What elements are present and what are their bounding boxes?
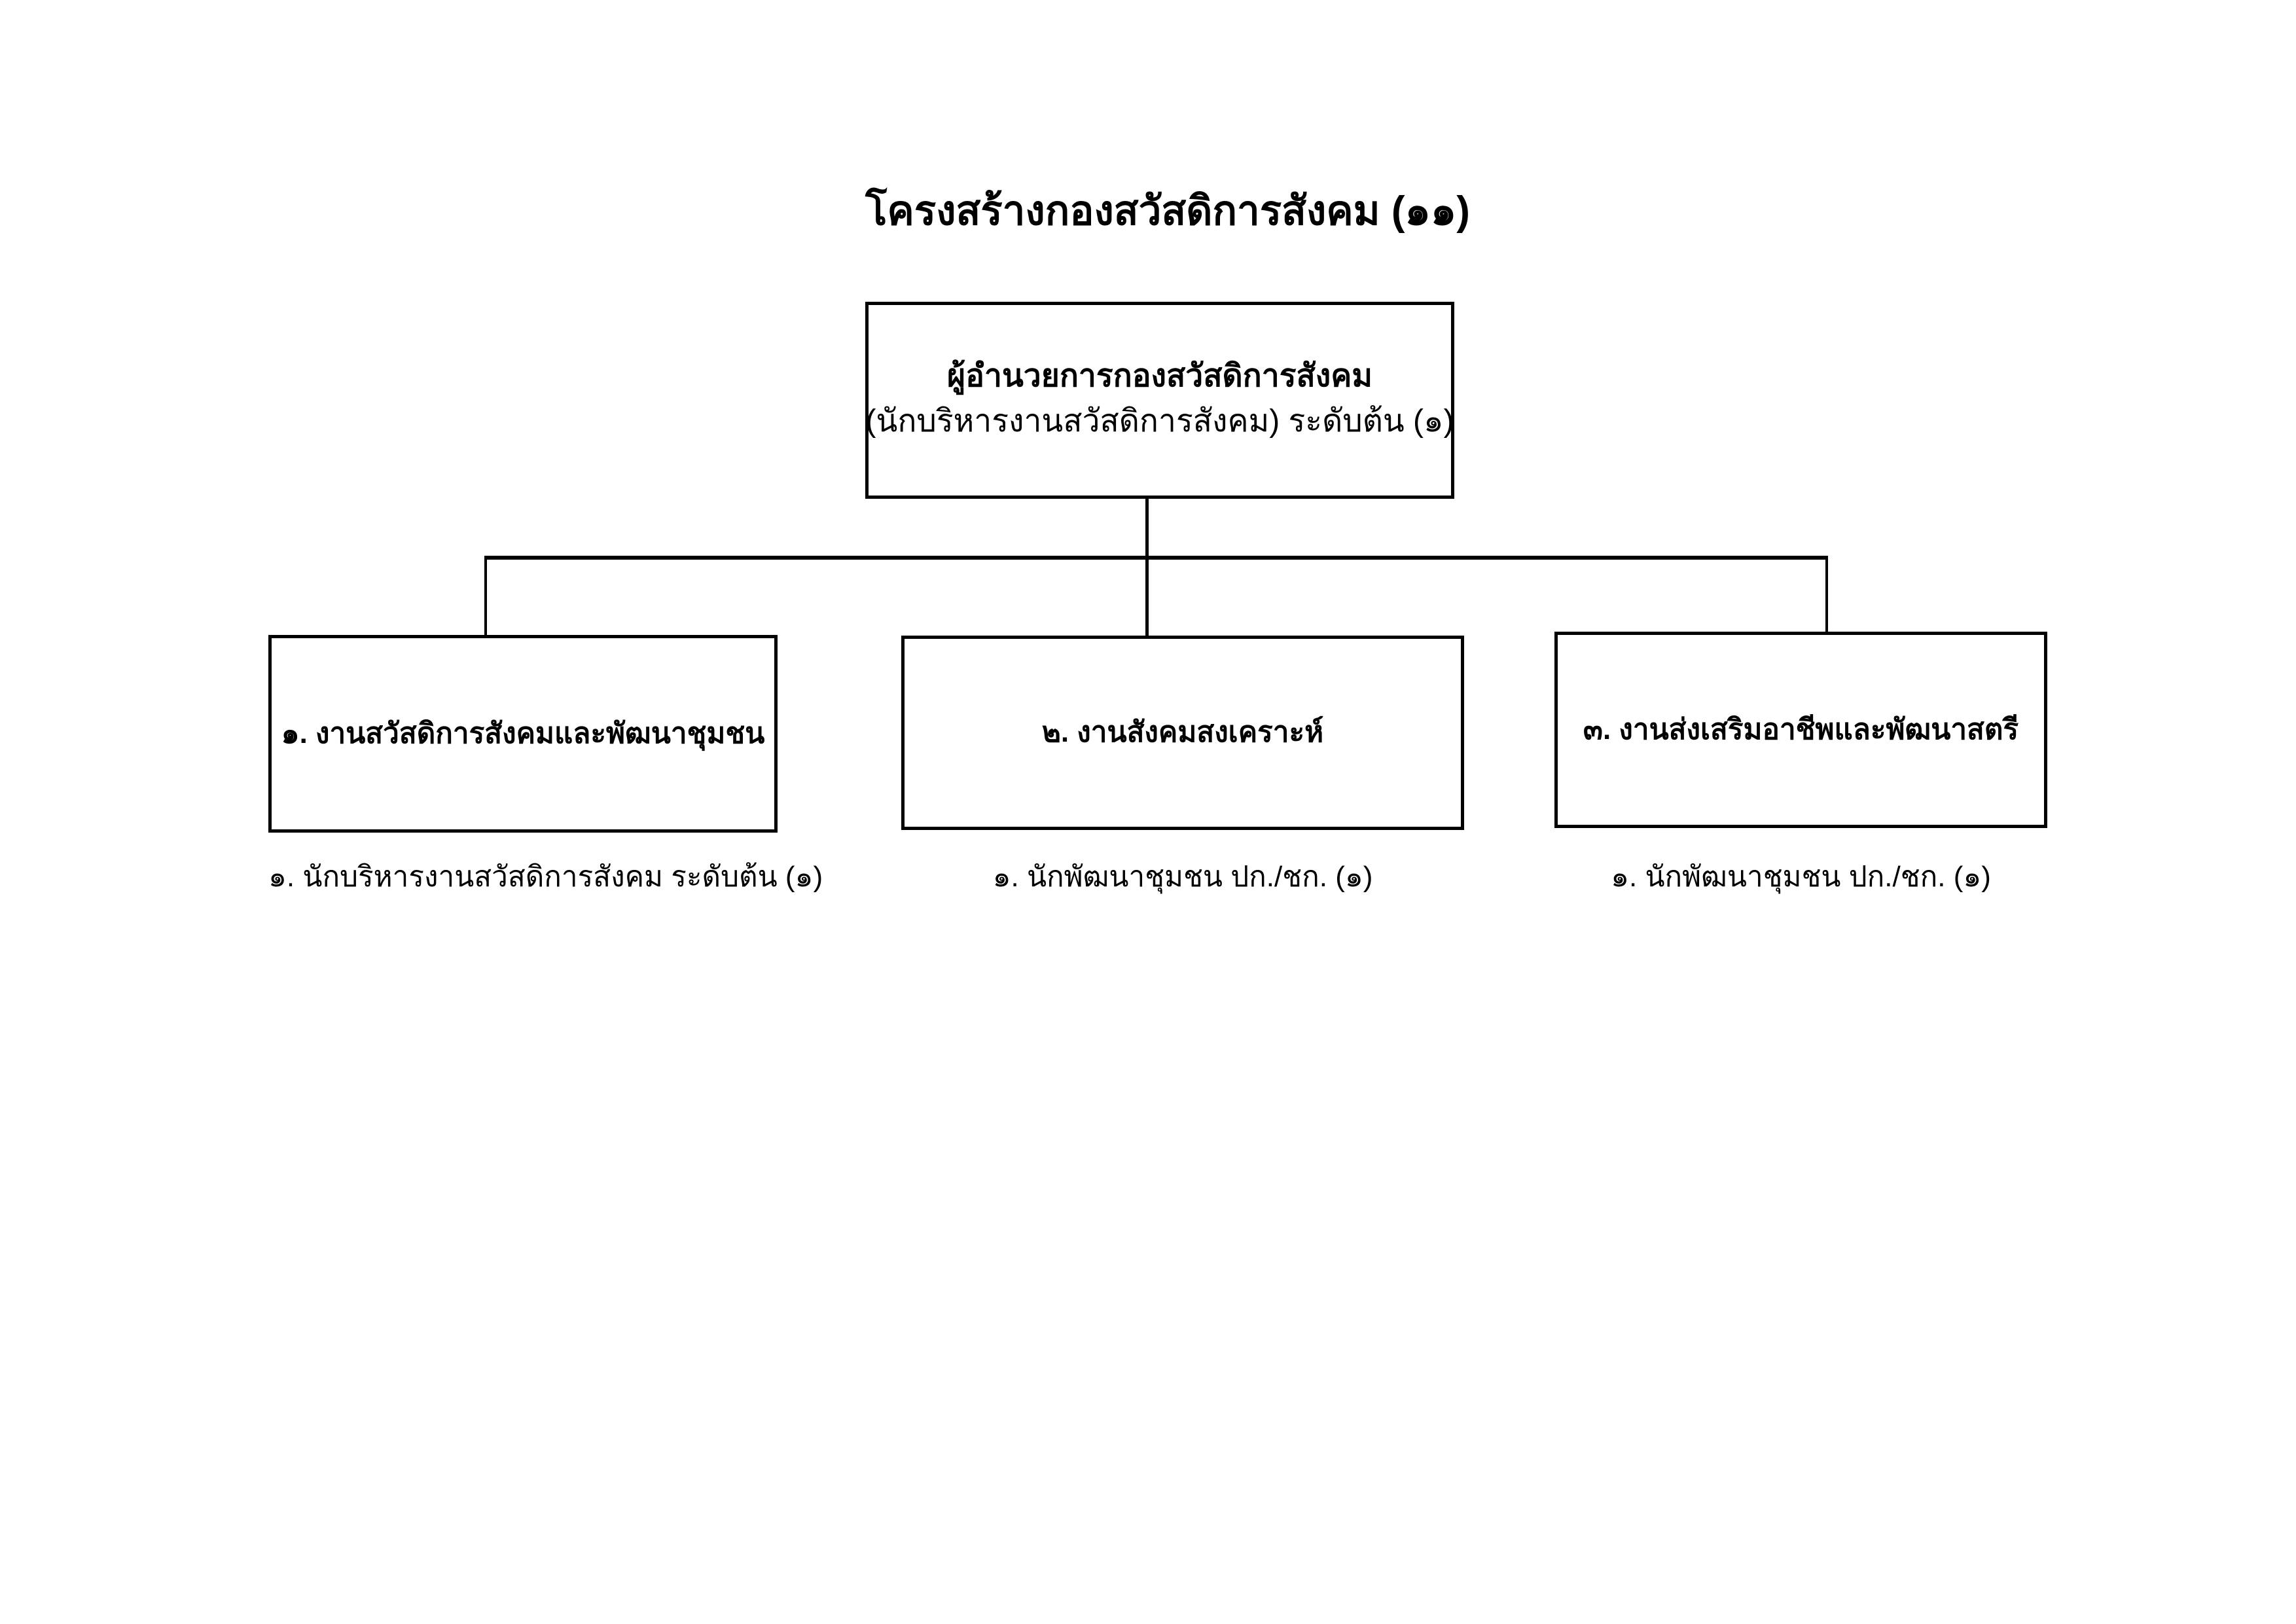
connector-root-stem xyxy=(1145,499,1149,559)
connector-drop-unit-1 xyxy=(484,556,487,636)
page-title: โครงสร้างกองสวัสดิการสังคม (๑๑) xyxy=(865,189,1470,234)
org-node-director: ผู้อำนวยการกองสวัสดิการสังคม (นักบริหารง… xyxy=(865,302,1454,499)
org-node-unit-3-caption: ๑. นักพัฒนาชุมชน ปก./ชก. (๑) xyxy=(1611,861,1991,893)
org-node-unit-3: ๓. งานส่งเสริมอาชีพและพัฒนาสตรี xyxy=(1554,632,2047,828)
connector-drop-unit-2 xyxy=(1145,556,1149,636)
org-node-director-title: ผู้อำนวยการกองสวัสดิการสังคม xyxy=(947,359,1372,394)
org-node-unit-3-label: ๓. งานส่งเสริมอาชีพและพัฒนาสตรี xyxy=(1583,713,2019,746)
connector-horizontal-bus xyxy=(484,556,1828,560)
connector-drop-unit-3 xyxy=(1825,556,1828,633)
org-node-unit-2-label: ๒. งานสังคมสงเคราะห์ xyxy=(1041,716,1324,749)
org-node-unit-1: ๑. งานสวัสดิการสังคมและพัฒนาชุมชน xyxy=(268,635,778,833)
org-node-unit-1-label: ๑. งานสวัสดิการสังคมและพัฒนาชุมชน xyxy=(281,717,765,749)
org-node-unit-1-caption: ๑. นักบริหารงานสวัสดิการสังคม ระดับต้น (… xyxy=(268,861,823,893)
org-node-director-subtitle: (นักบริหารงานสวัสดิการสังคม) ระดับต้น (๑… xyxy=(865,403,1454,439)
org-node-unit-2: ๒. งานสังคมสงเคราะห์ xyxy=(901,636,1464,830)
org-node-unit-2-caption: ๑. นักพัฒนาชุมชน ปก./ชก. (๑) xyxy=(992,861,1373,893)
org-node-director-text: ผู้อำนวยการกองสวัสดิการสังคม (นักบริหารง… xyxy=(866,354,1454,446)
